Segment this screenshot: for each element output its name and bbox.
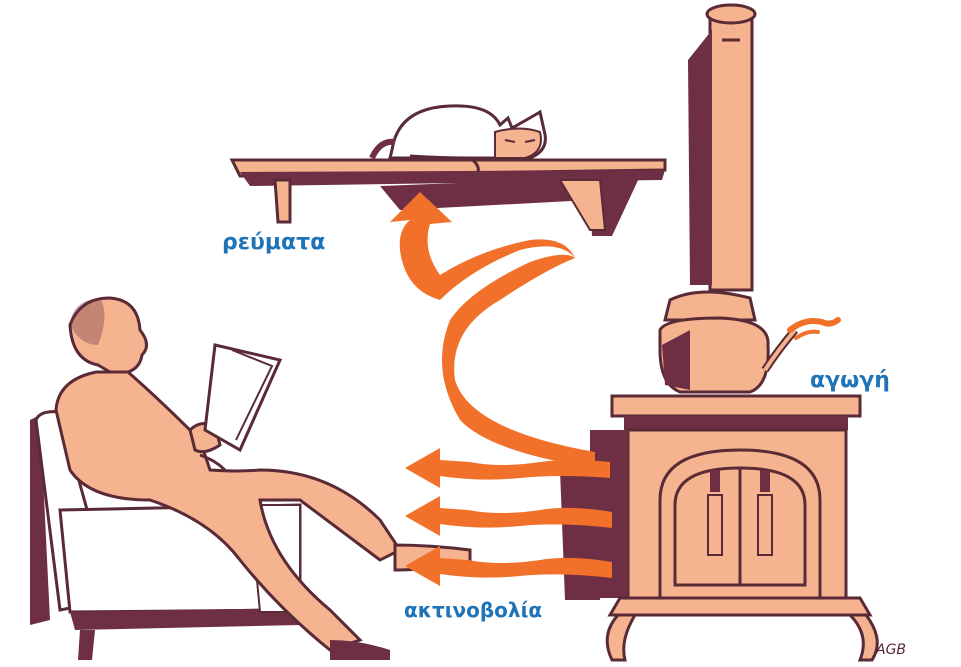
radiation-label: ακτινοβολία [404,600,542,620]
conduction-label: αγωγή [810,370,890,392]
stove-pipe [688,5,755,290]
wall-shelf [232,160,665,236]
signature: AGB [875,642,906,658]
convection-label: ρεύματα [222,232,325,254]
convection-arrow [390,192,595,468]
wood-stove [560,396,877,660]
radiation-arrows [405,448,612,586]
